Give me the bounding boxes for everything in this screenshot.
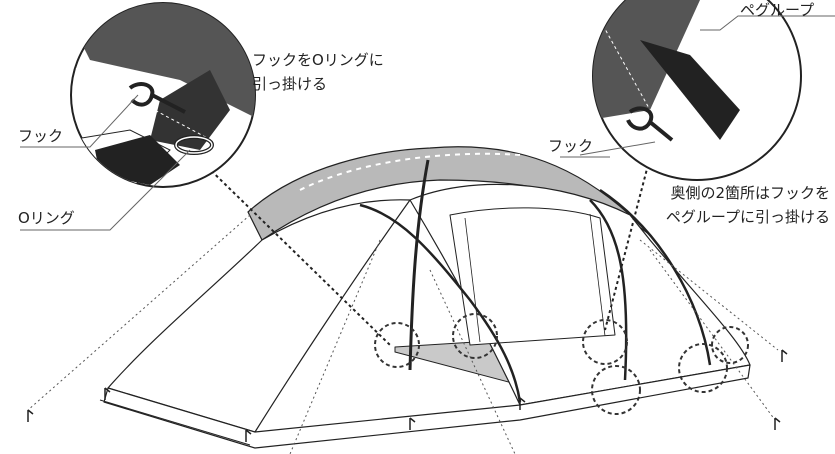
left-wall (107, 199, 411, 433)
label-instruction-left: フックをOリングに 引っ掛ける (252, 48, 384, 96)
ground-skirt (103, 364, 751, 449)
guy-lines (27, 214, 779, 454)
detail-left-magnifier (70, 2, 256, 188)
pole-front (408, 159, 430, 371)
pole-side (599, 188, 712, 366)
detail-right-magnifier (592, 0, 802, 181)
label-hook-left: フック (18, 127, 64, 145)
pole-mid (359, 203, 522, 403)
label-leaders (20, 15, 835, 231)
instruction-left-line2: 引っ掛ける (252, 75, 328, 93)
tent-body (99, 146, 751, 449)
instruction-left-line1: フックをOリングに (252, 51, 384, 69)
instruction-right-line2: ペグループに引っ掛ける (665, 208, 830, 226)
door-opening (449, 207, 616, 346)
label-hook-right: フック (548, 137, 594, 155)
peg-icon (27, 349, 788, 442)
instruction-right-line1: 奥側の2箇所はフックを (670, 184, 830, 202)
label-peg-loop: ペグループ (740, 1, 815, 19)
hook-shape-right (626, 106, 674, 142)
label-instruction-right: 奥側の2箇所はフックを ペグループに引っ掛ける (600, 181, 830, 229)
hook-shape-left (128, 82, 186, 114)
label-o-ring: Oリング (18, 209, 75, 227)
callout-leaders (189, 149, 649, 346)
connection-points (374, 313, 749, 415)
pole-rear (589, 199, 628, 381)
